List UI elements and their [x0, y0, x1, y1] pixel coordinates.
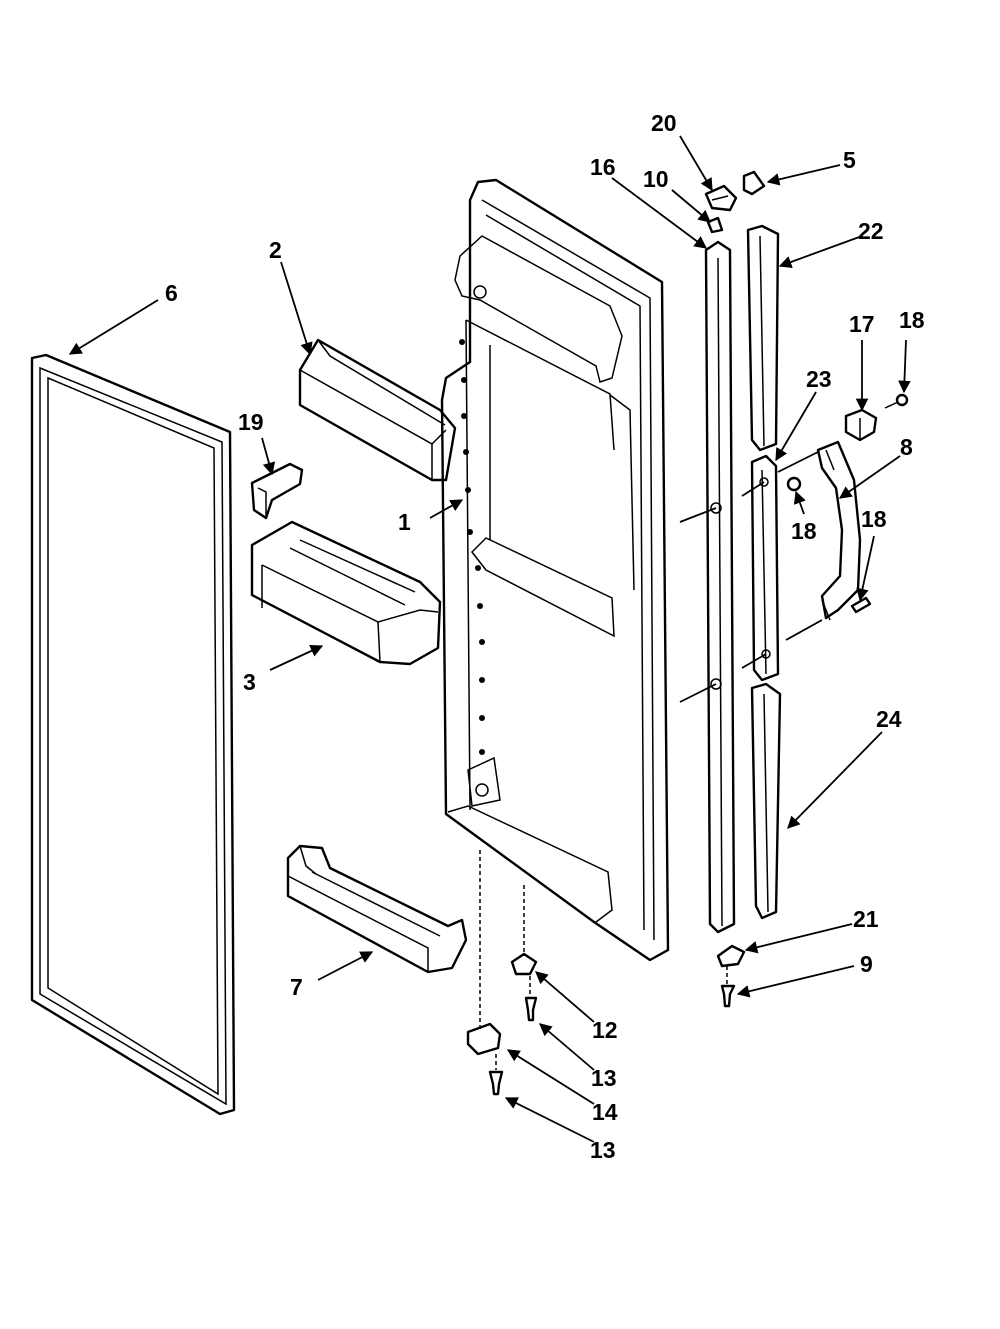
handle-base-part-23 — [750, 454, 780, 682]
callout-2: 2 — [269, 237, 282, 263]
screw-part-9 — [720, 984, 736, 1008]
callout-6: 6 — [165, 280, 178, 306]
door-assembly-part-1 — [440, 178, 670, 962]
upper-trim-part-22 — [746, 224, 780, 452]
door-bin-part-7 — [286, 844, 468, 974]
handle-cap-part-17 — [844, 408, 878, 442]
callout-labels: 1 2 3 5 6 7 8 9 10 12 13 14 13 16 17 18 … — [165, 110, 925, 1163]
callout-12: 12 — [592, 1017, 618, 1043]
assembly-lines — [479, 451, 823, 1070]
callout-23: 23 — [806, 366, 832, 392]
callout-3: 3 — [243, 669, 256, 695]
dairy-door-part-2 — [298, 338, 457, 482]
callout-24: 24 — [876, 706, 902, 732]
callout-19: 19 — [238, 409, 264, 435]
trim-strip-part-16 — [704, 240, 736, 934]
callout-21: 21 — [853, 906, 879, 932]
leader-arrows — [68, 135, 911, 1143]
callout-18-top: 18 — [899, 307, 925, 333]
callout-17: 17 — [849, 311, 875, 337]
callout-16: 16 — [590, 154, 616, 180]
callout-18-mid: 18 — [791, 518, 817, 544]
callout-18-bottom: 18 — [861, 506, 887, 532]
door-liner-holes — [459, 285, 489, 797]
clip-part-21 — [716, 944, 746, 968]
screw-part-10 — [706, 216, 724, 234]
end-cap-part-5 — [742, 170, 766, 196]
callout-13-lower: 13 — [590, 1137, 616, 1163]
screw-part-18-bottom — [850, 596, 872, 614]
dairy-compartment-part-3 — [250, 520, 442, 666]
screw-part-18-mid — [786, 476, 802, 492]
callout-9: 9 — [860, 951, 873, 977]
hinge-part-14 — [466, 1022, 502, 1056]
clip-part-20 — [704, 184, 738, 212]
callout-7: 7 — [290, 974, 303, 1000]
screw-part-13-lower — [488, 1070, 504, 1096]
callout-14: 14 — [592, 1099, 618, 1125]
handle-part-8 — [816, 440, 862, 621]
screw-part-13-upper — [524, 996, 538, 1022]
door-gasket-part-6 — [30, 353, 236, 1116]
callout-10: 10 — [643, 166, 669, 192]
lower-trim-part-24 — [750, 682, 782, 920]
callout-20: 20 — [651, 110, 677, 136]
callout-8: 8 — [900, 434, 913, 460]
callout-22: 22 — [858, 218, 884, 244]
callout-13-upper: 13 — [591, 1065, 617, 1091]
screw-part-18-top — [884, 393, 909, 409]
dairy-hinge-part-19 — [250, 462, 304, 520]
callout-1: 1 — [398, 509, 411, 535]
hinge-pin-part-12 — [510, 952, 538, 976]
callout-5: 5 — [843, 147, 856, 173]
